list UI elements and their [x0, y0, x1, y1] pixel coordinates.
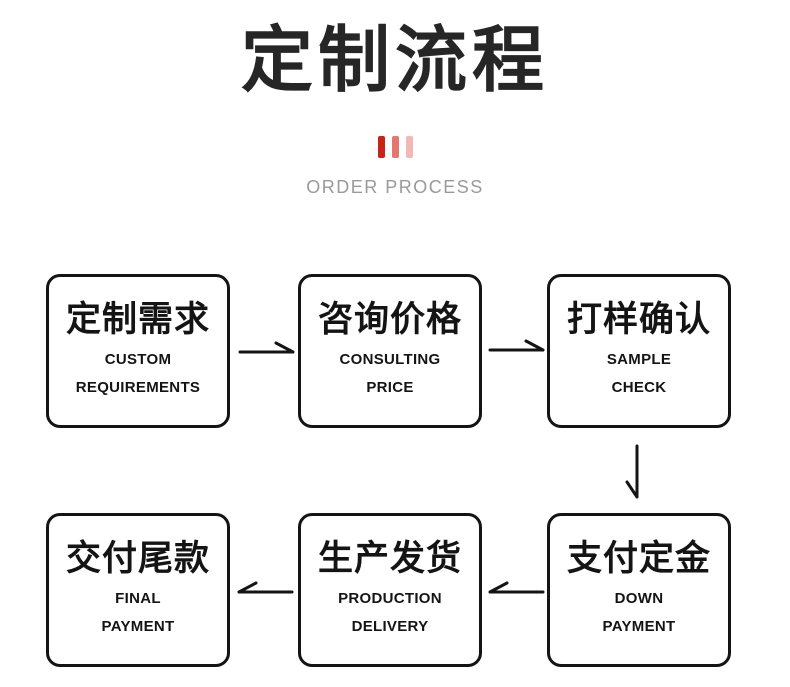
- step-caption-en-line1: DOWN: [614, 589, 664, 607]
- title-divider: [0, 136, 790, 158]
- step-caption-en-line1: SAMPLE: [606, 350, 672, 368]
- step-caption-en-line1: CONSULTING: [339, 350, 441, 368]
- divider-bar-medium: [391, 136, 399, 158]
- step-production-delivery: 生产发货 PRODUCTION DELIVERY: [298, 513, 482, 667]
- step-title-zh: 定制需求: [65, 300, 210, 340]
- step-caption-en-line1: CUSTOM: [104, 350, 172, 368]
- step-final-payment: 交付尾款 FINAL PAYMENT: [46, 513, 230, 667]
- step-down-payment: 支付定金 DOWN PAYMENT: [547, 513, 731, 667]
- page-subtitle: ORDER PROCESS: [306, 177, 484, 197]
- step-caption-en-line2: CHECK: [611, 378, 667, 396]
- step-caption-en-line2: DELIVERY: [351, 617, 429, 635]
- step-consulting-price: 咨询价格 CONSULTING PRICE: [298, 274, 482, 428]
- step-title-zh: 打样确认: [566, 300, 711, 340]
- step-caption-en-line2: PAYMENT: [101, 617, 175, 635]
- arrow-left-step5-to-step6: [237, 581, 294, 594]
- arrow-left-step4-to-step5: [488, 581, 545, 594]
- step-caption-en-line2: REQUIREMENTS: [75, 378, 201, 396]
- step-custom-requirements: 定制需求 CUSTOM REQUIREMENTS: [46, 274, 230, 428]
- step-title-zh: 交付尾款: [65, 539, 210, 579]
- step-caption-en-line2: PRICE: [366, 378, 414, 396]
- step-title-zh: 咨询价格: [317, 300, 462, 340]
- divider-bar-dark: [377, 136, 385, 158]
- step-caption-en-line1: PRODUCTION: [338, 589, 442, 607]
- step-sample-check: 打样确认 SAMPLE CHECK: [547, 274, 731, 428]
- divider-bar-light: [405, 136, 413, 158]
- step-caption-en-line1: FINAL: [115, 589, 161, 607]
- arrow-right-step2-to-step3: [488, 339, 545, 352]
- step-caption-en-line2: PAYMENT: [602, 617, 676, 635]
- step-title-zh: 支付定金: [566, 539, 711, 579]
- step-title-zh: 生产发货: [317, 539, 462, 579]
- page-title: 定制流程: [240, 21, 549, 101]
- arrow-down-step3-to-step4: [625, 444, 639, 499]
- arrow-right-step1-to-step2: [238, 341, 295, 354]
